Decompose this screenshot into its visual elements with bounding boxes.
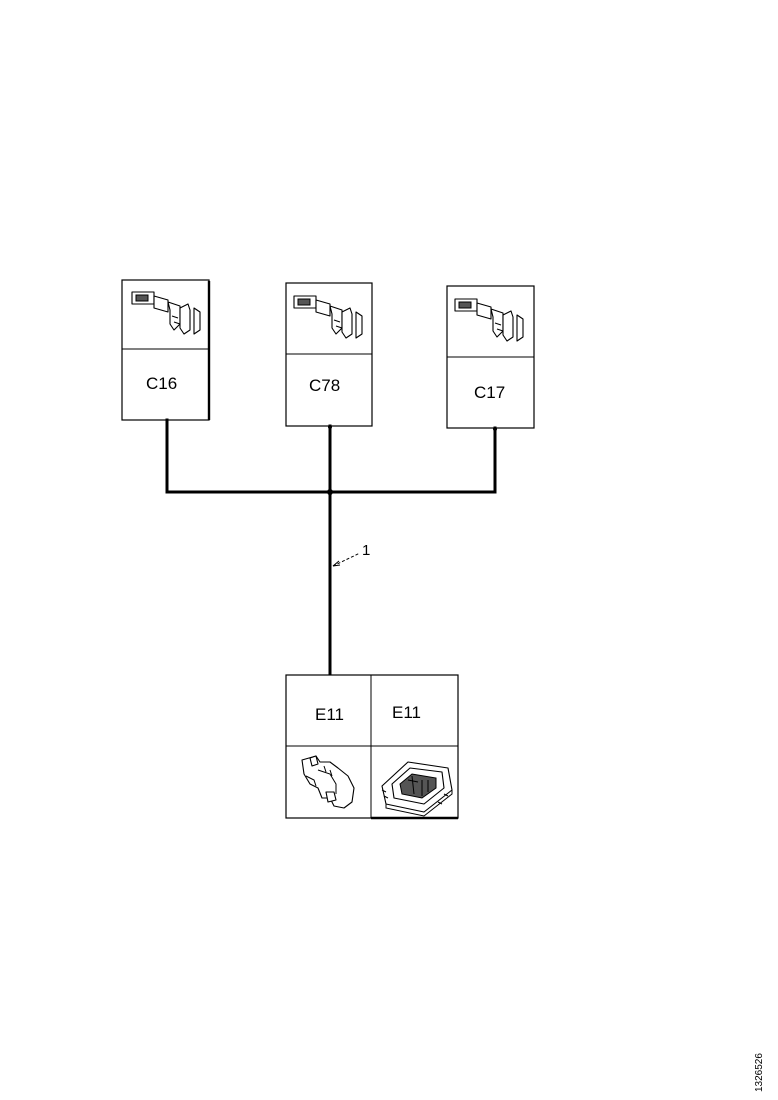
e11-left-label: E11 (315, 705, 344, 724)
wire-callout: 1 (332, 542, 370, 567)
e11-right-label: E11 (392, 703, 421, 722)
connector-c16[interactable]: C16 (121, 279, 211, 421)
c16-label: C16 (146, 374, 177, 393)
document-id: 1326526 (754, 1053, 765, 1092)
terminal-pin-icon (131, 291, 201, 335)
callout-number: 1 (362, 542, 370, 559)
connector-housing-icon (301, 755, 355, 809)
terminal-pin-icon (454, 298, 524, 342)
c78-label: C78 (309, 376, 340, 395)
c17-label: C17 (474, 383, 505, 402)
connector-c78[interactable]: C78 (285, 282, 373, 427)
connector-e11-group[interactable]: E11 E11 (285, 674, 459, 820)
wire-harness (165, 418, 497, 678)
junction-dot (327, 489, 333, 495)
c17-pin-dot (493, 427, 497, 431)
connector-c17[interactable]: C17 (446, 285, 535, 429)
c78-pin-dot (328, 425, 332, 429)
control-unit-icon (381, 761, 453, 817)
terminal-pin-icon (293, 295, 363, 339)
